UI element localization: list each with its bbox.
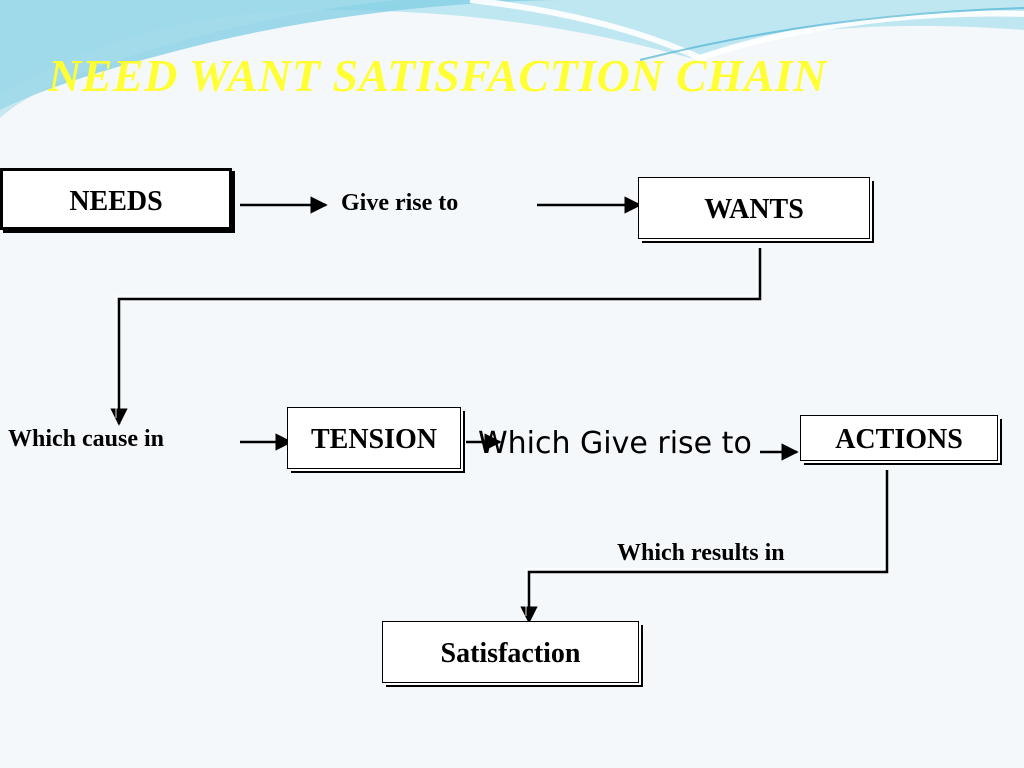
give-rise-to-label: Give rise to bbox=[341, 190, 459, 216]
connector-actions-highlight bbox=[525, 470, 885, 616]
satisfaction-box: Satisfaction bbox=[382, 621, 639, 683]
connector-wants-highlight bbox=[115, 248, 758, 418]
tension-label: TENSION bbox=[310, 424, 438, 455]
wave-line-right bbox=[639, 7, 1024, 61]
wave-line-white bbox=[469, 0, 1024, 62]
connector-actions-down-left bbox=[520, 470, 889, 624]
which-results-in-label: Which results in bbox=[617, 540, 785, 566]
which-cause-in-label: Which cause in bbox=[8, 426, 165, 452]
wave-band-top bbox=[0, 0, 1024, 95]
needs-box: NEEDS bbox=[0, 168, 232, 230]
wants-label: WANTS bbox=[704, 194, 804, 225]
needs-label: NEEDS bbox=[69, 186, 163, 217]
satisfaction-label: Satisfaction bbox=[440, 638, 581, 669]
which-give-rise-to-label: Which Give rise to bbox=[478, 426, 752, 461]
actions-label: ACTIONS bbox=[835, 424, 963, 455]
slide-title: NEED WANT SATISFACTION CHAIN bbox=[48, 50, 827, 101]
actions-box: ACTIONS bbox=[800, 415, 998, 461]
connector-wants-down-left bbox=[110, 248, 762, 426]
wave-band-accent bbox=[0, 0, 400, 118]
wants-box: WANTS bbox=[638, 177, 870, 239]
tension-box: TENSION bbox=[287, 407, 461, 469]
